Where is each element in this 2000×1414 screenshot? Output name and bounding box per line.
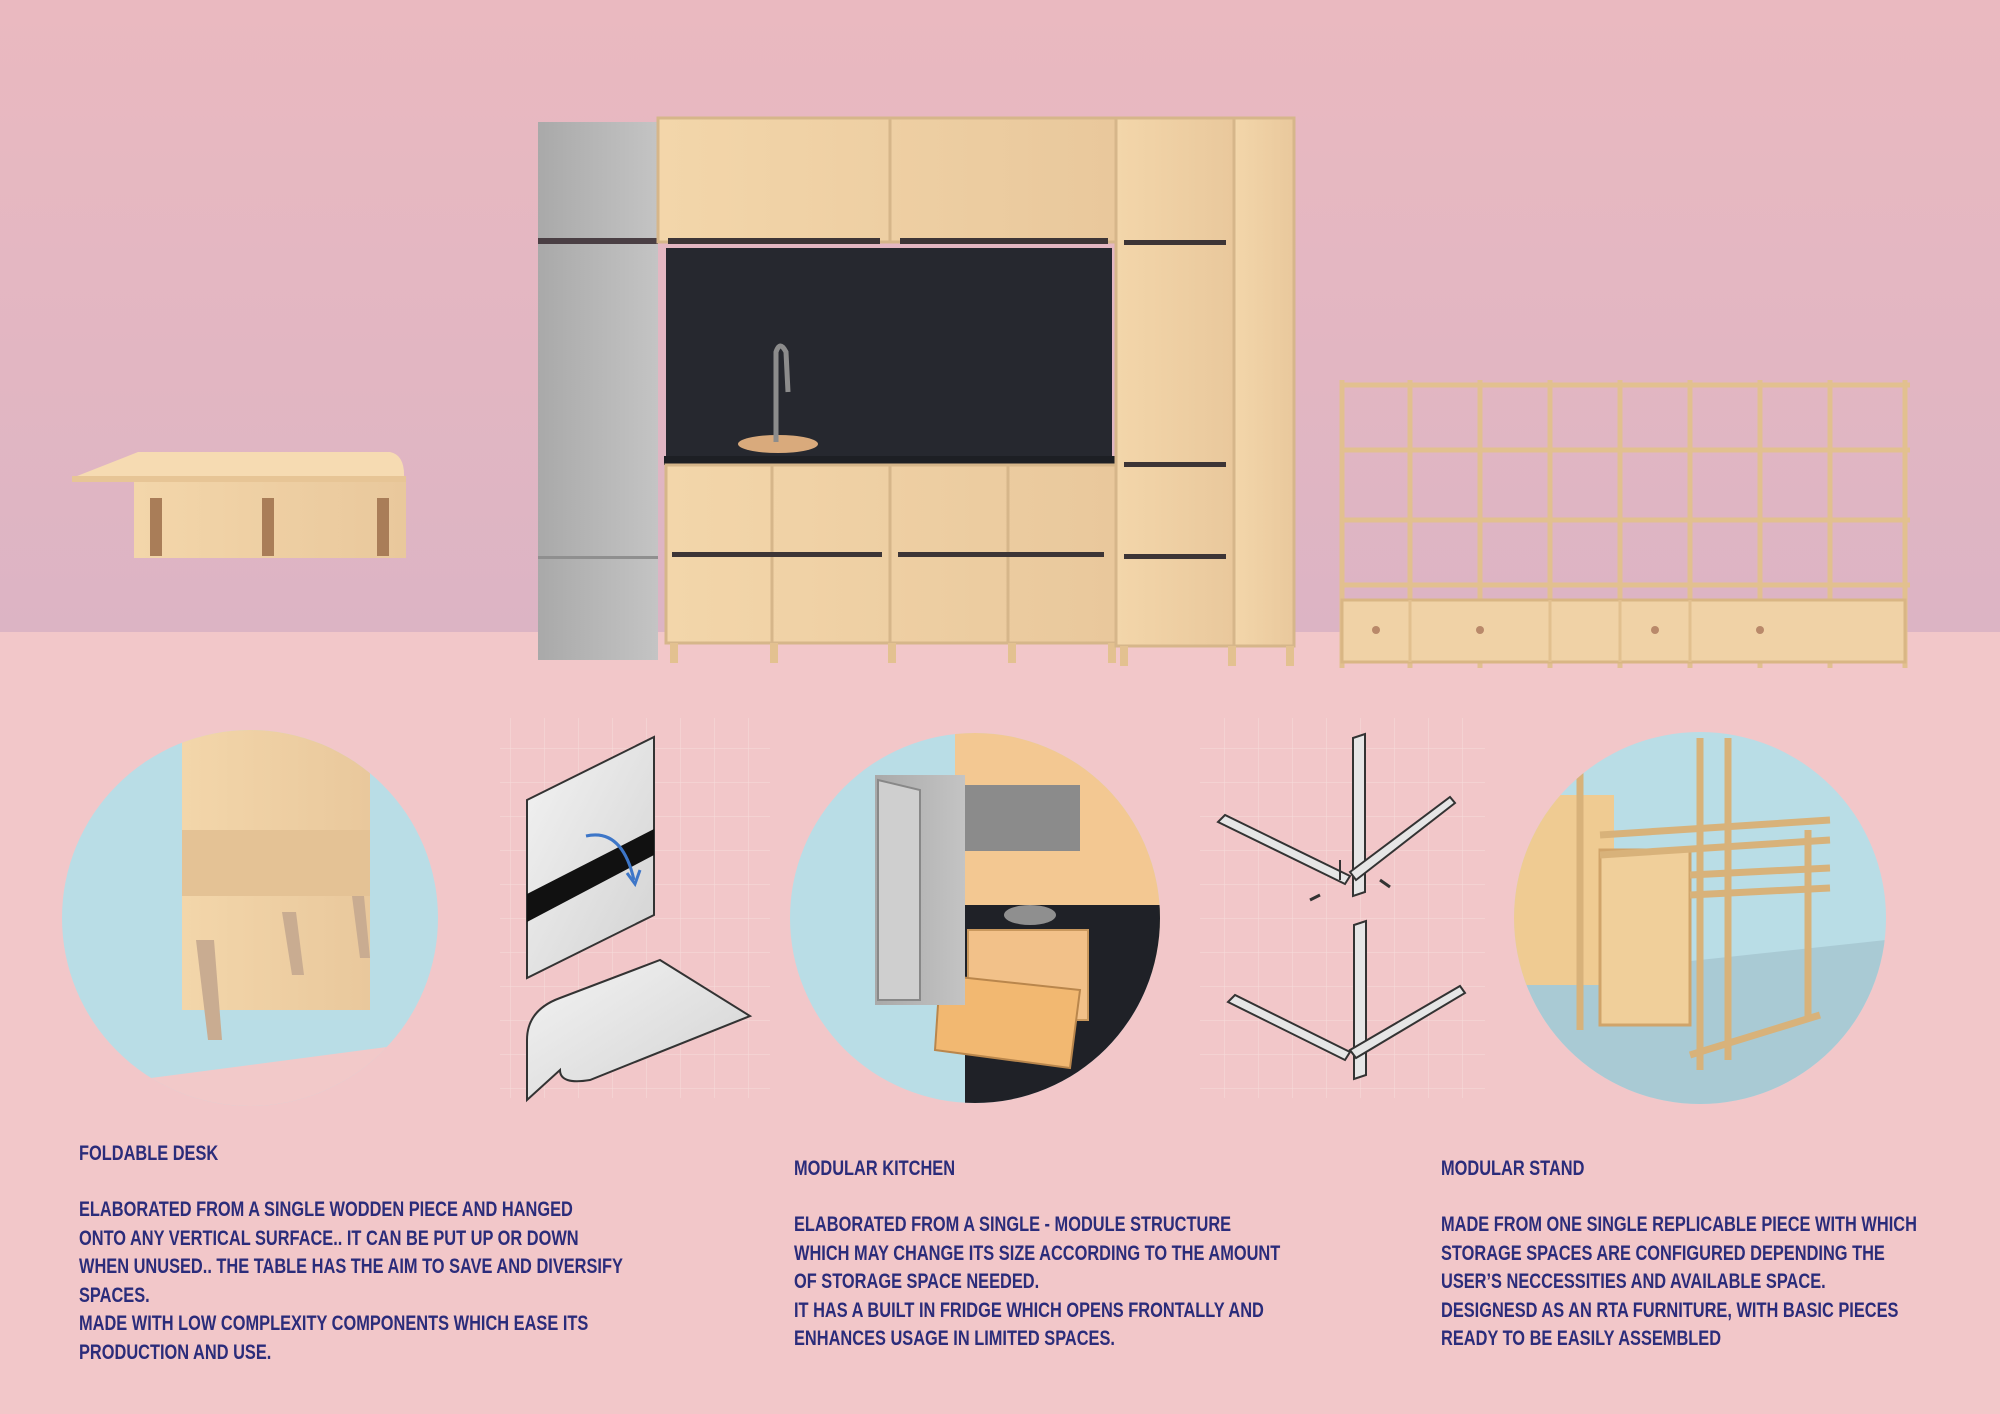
description-line: DESIGNESD AS AN RTA FURNITURE, WITH BASI… bbox=[1441, 1298, 1899, 1322]
description-line: SPACES. bbox=[79, 1283, 150, 1307]
description-line: ELABORATED FROM A SINGLE WODDEN PIECE AN… bbox=[79, 1198, 573, 1221]
description-line: WHICH MAY CHANGE ITS SIZE ACCORDING TO T… bbox=[794, 1241, 1281, 1265]
fold-diagram bbox=[500, 718, 770, 1103]
modular-stand-caption: MODULAR STAND MADE FROM ONE SINGLE REPLI… bbox=[1441, 1155, 1917, 1354]
description-line: PRODUCTION AND USE. bbox=[79, 1340, 272, 1364]
foldable-desk-description: ELABORATED FROM A SINGLE WODDEN PIECE AN… bbox=[79, 1196, 623, 1367]
stand-detail-circle bbox=[1514, 732, 1886, 1104]
modular-stand-description: MADE FROM ONE SINGLE REPLICABLE PIECE WI… bbox=[1441, 1211, 1917, 1354]
joint-diagram bbox=[1200, 718, 1485, 1098]
foldable-desk-title: FOLDABLE DESK bbox=[79, 1142, 219, 1165]
modular-kitchen-render bbox=[538, 116, 1296, 666]
description-line: READY TO BE EASILY ASSEMBLED bbox=[1441, 1327, 1722, 1350]
description-line: ELABORATED FROM A SINGLE - MODULE STRUCT… bbox=[794, 1213, 1232, 1236]
description-line: IT HAS A BUILT IN FRIDGE WHICH OPENS FRO… bbox=[794, 1298, 1264, 1322]
kitchen-detail-circle bbox=[790, 733, 1160, 1103]
description-line: OF STORAGE SPACE NEEDED. bbox=[794, 1270, 1040, 1293]
description-line: USER’S NECCESSITIES AND AVAILABLE SPACE. bbox=[1441, 1270, 1826, 1293]
description-line: MADE FROM ONE SINGLE REPLICABLE PIECE WI… bbox=[1441, 1213, 1917, 1236]
description-line: ONTO ANY VERTICAL SURFACE.. IT CAN BE PU… bbox=[79, 1226, 579, 1250]
foldable-desk-render bbox=[72, 452, 406, 558]
modular-stand-title: MODULAR STAND bbox=[1441, 1157, 1585, 1180]
modular-kitchen-description: ELABORATED FROM A SINGLE - MODULE STRUCT… bbox=[794, 1211, 1280, 1354]
description-line: WHEN UNUSED.. THE TABLE HAS THE AIM TO S… bbox=[79, 1255, 623, 1278]
description-line: MADE WITH LOW COMPLEXITY COMPONENTS WHIC… bbox=[79, 1312, 589, 1335]
description-line: ENHANCES USAGE IN LIMITED SPACES. bbox=[794, 1327, 1115, 1350]
foldable-desk-caption: FOLDABLE DESK ELABORATED FROM A SINGLE W… bbox=[79, 1140, 623, 1367]
modular-kitchen-title: MODULAR KITCHEN bbox=[794, 1157, 956, 1180]
modular-kitchen-caption: MODULAR KITCHEN ELABORATED FROM A SINGLE… bbox=[794, 1155, 1280, 1354]
modular-stand-render bbox=[1339, 380, 1910, 668]
description-line: STORAGE SPACES ARE CONFIGURED DEPENDING … bbox=[1441, 1241, 1885, 1265]
